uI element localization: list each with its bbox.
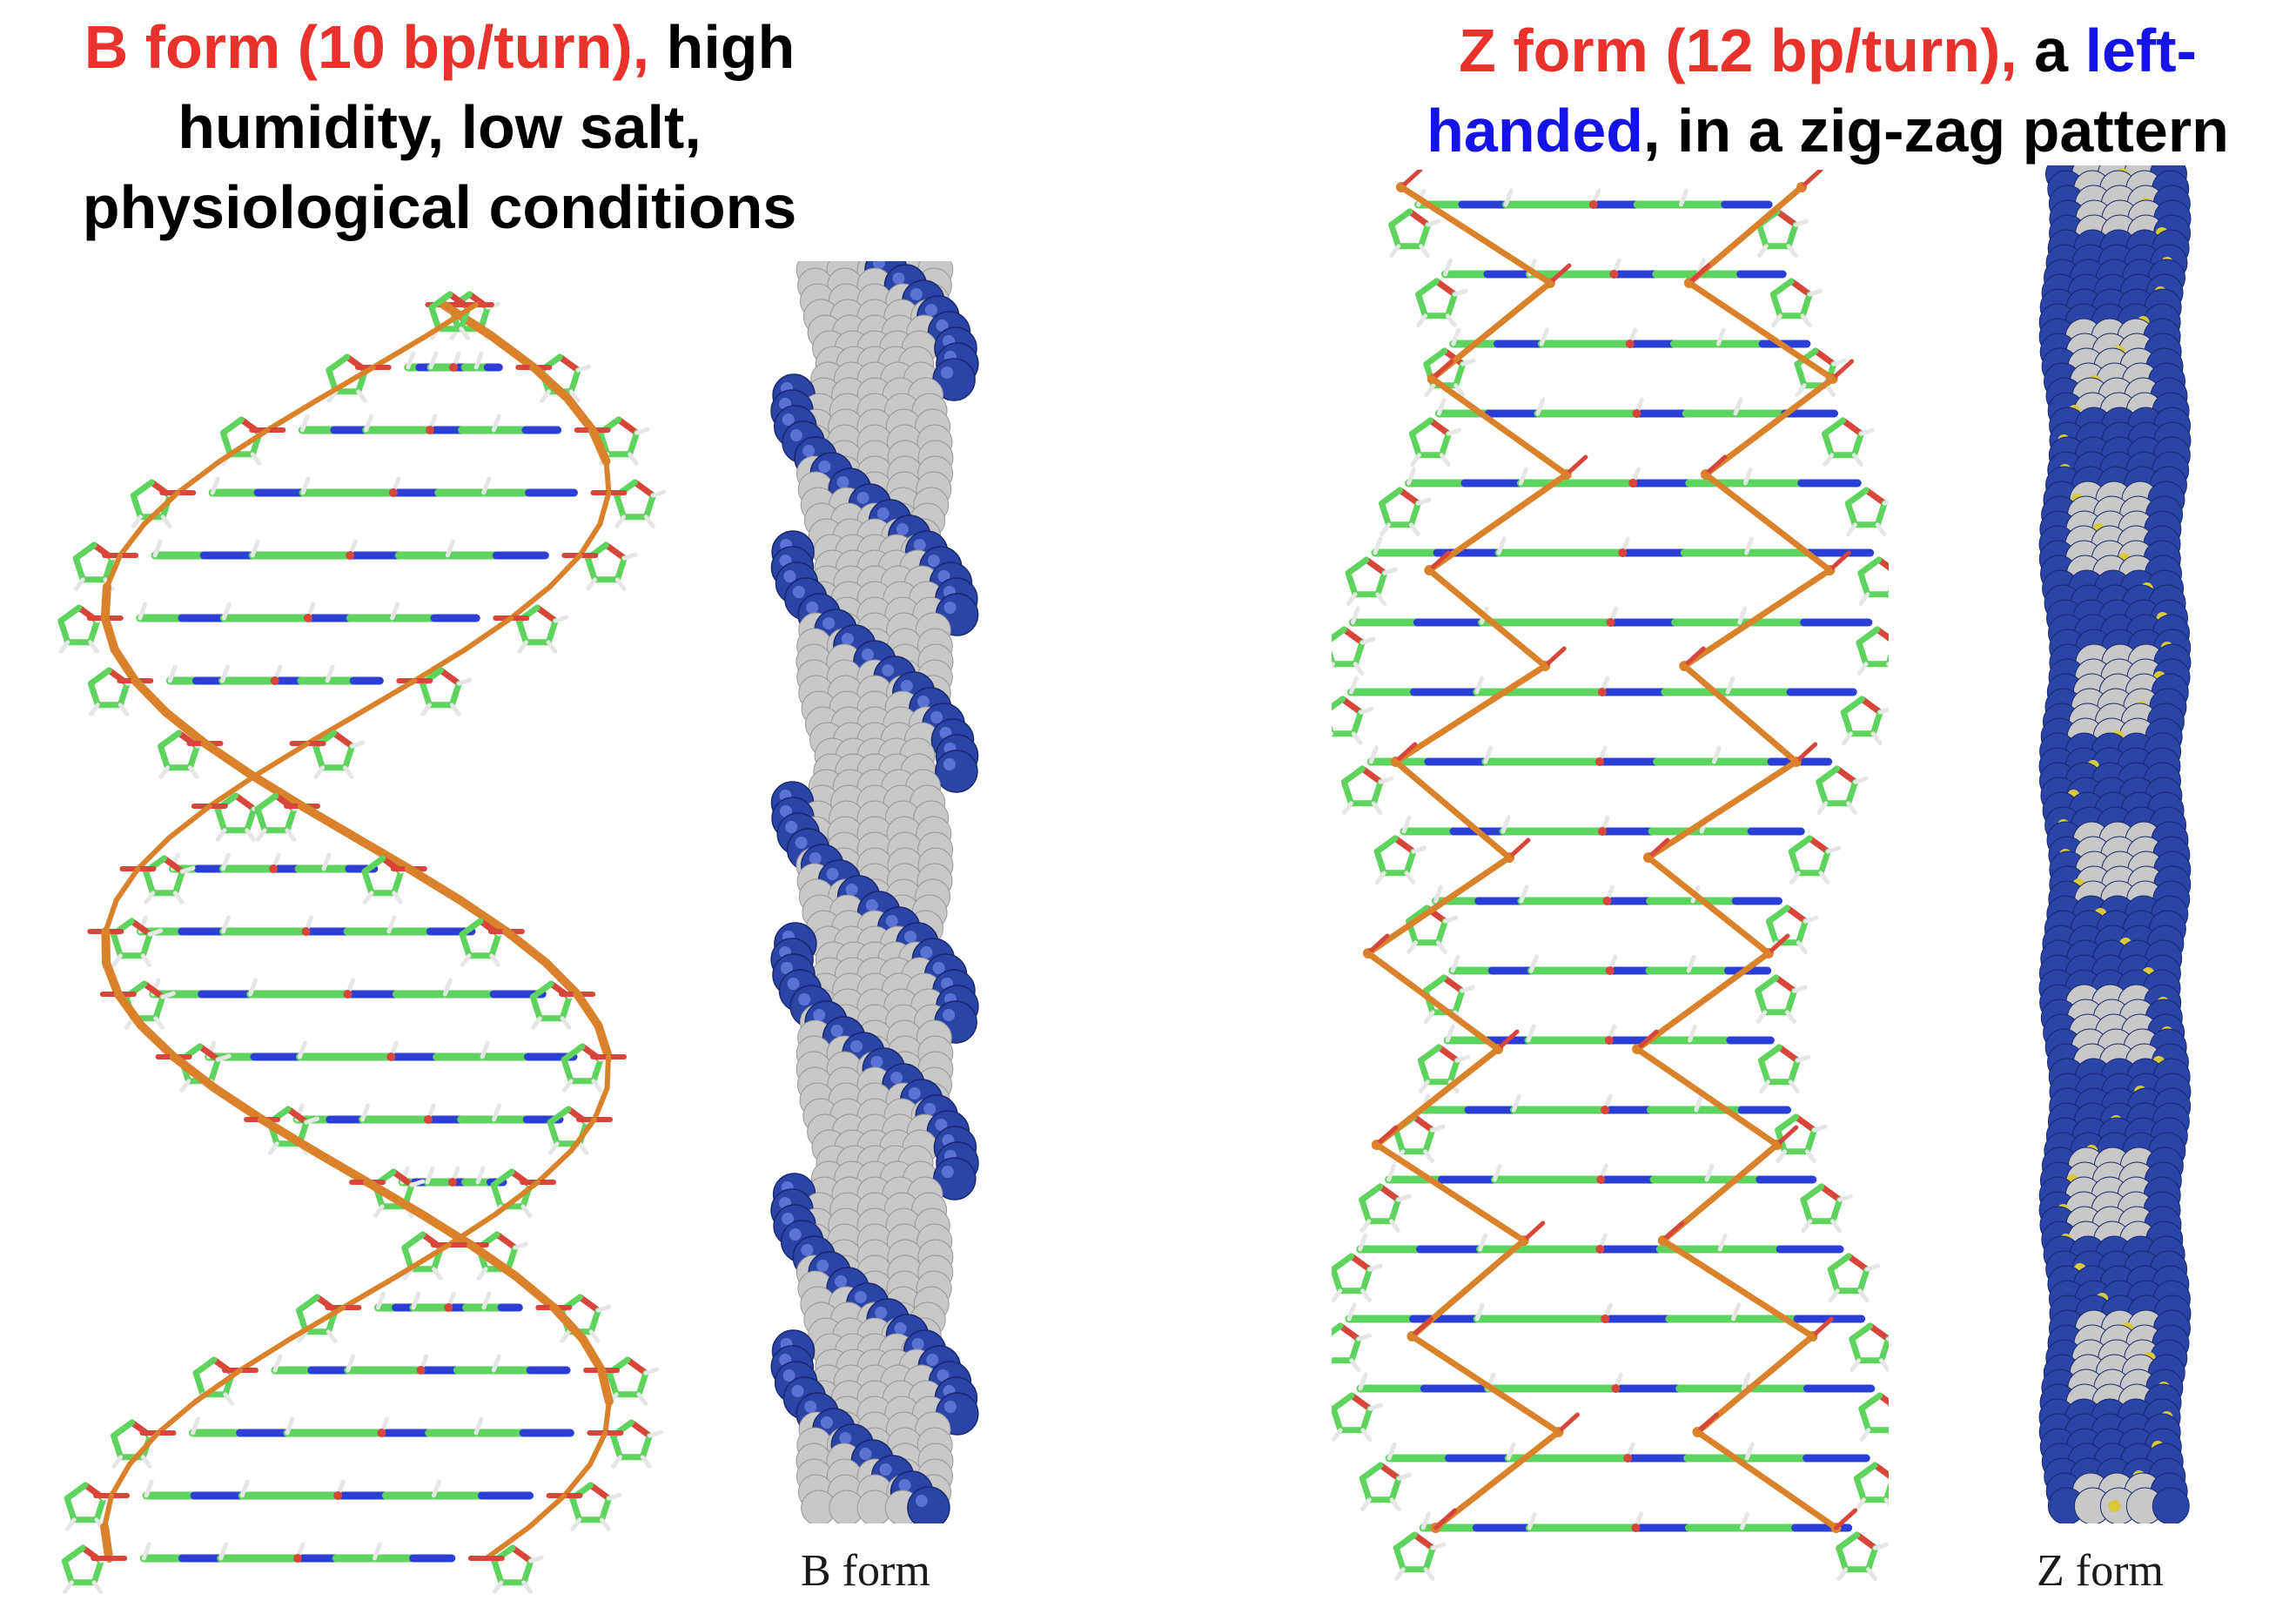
- z-form-caption: Z form (12 bp/turn), a left- handed, in …: [1362, 10, 2293, 171]
- b-form-caption-rest: high: [649, 13, 796, 81]
- z-form-stick-model: [1332, 170, 1889, 1581]
- b-form-caption-emphasis: B form (10 bp/turn),: [84, 13, 650, 81]
- z-form-caption-emphasis: Z form (12 bp/turn),: [1459, 17, 2017, 84]
- z-form-caption-handed: handed: [1427, 97, 1644, 165]
- z-form-caption-mid: a: [2017, 17, 2085, 84]
- b-form-caption-line3: physiological conditions: [82, 173, 797, 241]
- b-form-spacefill-model: [770, 261, 979, 1523]
- b-form-caption: B form (10 bp/turn), high humidity, low …: [35, 7, 844, 247]
- b-form-label: B form: [801, 1546, 930, 1596]
- z-form-spacefill-model: [2038, 165, 2192, 1523]
- b-form-caption-line2: humidity, low salt,: [178, 93, 702, 161]
- b-form-stick-model: [57, 291, 667, 1594]
- z-form-caption-rest: , in a zig-zag pattern: [1643, 97, 2229, 165]
- z-form-label: Z form: [2037, 1546, 2164, 1596]
- z-form-caption-left: left-: [2085, 17, 2197, 84]
